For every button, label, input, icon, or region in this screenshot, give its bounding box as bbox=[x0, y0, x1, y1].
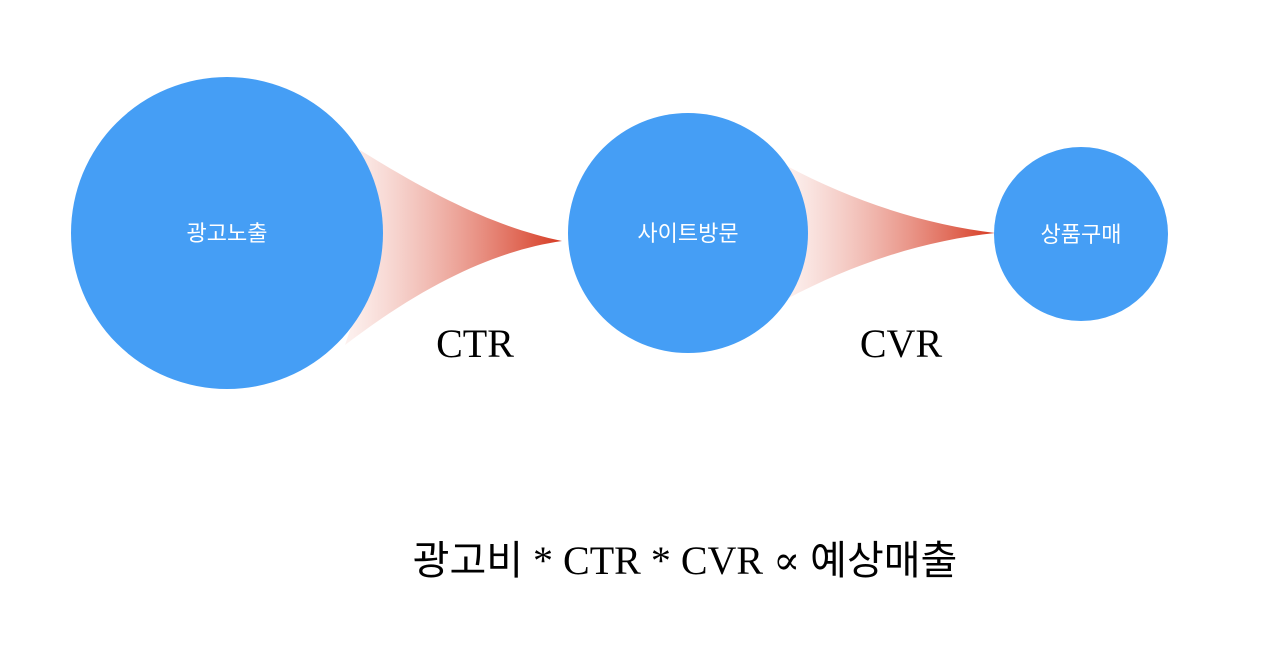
node-label-ad-impression: 광고노출 bbox=[187, 222, 268, 247]
rate-label-cvr: CVR bbox=[860, 321, 943, 366]
rate-label-ctr: CTR bbox=[436, 321, 514, 366]
node-label-site-visit: 사이트방문 bbox=[637, 222, 738, 247]
revenue-formula: 광고비 * CTR * CVR ∝ 예상매출 bbox=[412, 538, 958, 583]
node-label-purchase: 상품구매 bbox=[1041, 223, 1122, 248]
funnel-cvr bbox=[785, 165, 995, 300]
node-purchase bbox=[994, 147, 1168, 321]
node-site-visit bbox=[568, 113, 808, 353]
funnel-ctr bbox=[345, 150, 562, 345]
node-ad-impression bbox=[71, 77, 383, 389]
